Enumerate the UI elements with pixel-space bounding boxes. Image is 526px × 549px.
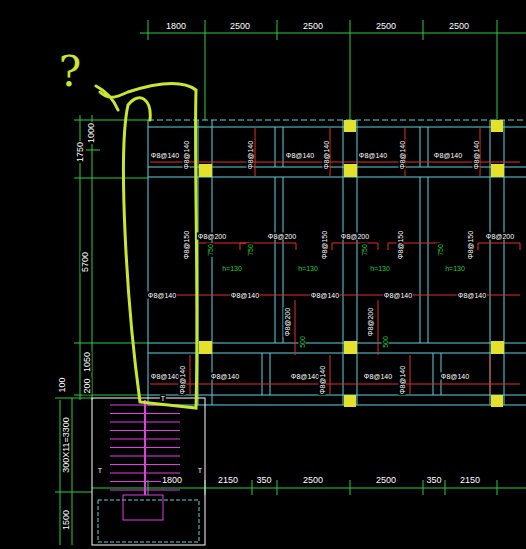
dimension-text: 2500 xyxy=(302,476,324,485)
dimension-text: 1500 xyxy=(62,509,71,531)
dimension-text: 2500 xyxy=(448,22,470,31)
rebar-text: Φ8@150 xyxy=(397,230,404,260)
rebar-text: 750 xyxy=(361,243,368,257)
dimension-text: 1800 xyxy=(165,22,187,31)
rebar-text: Φ8@140 xyxy=(440,373,470,380)
rebar-text: Φ8@200 xyxy=(367,307,374,337)
rebar-text: Φ8@140 xyxy=(150,373,180,380)
dimension-text: 1000 xyxy=(87,122,96,144)
rebar-text: Φ8@200 xyxy=(485,233,515,240)
handwritten-mark xyxy=(96,84,197,408)
rebar-text: T xyxy=(97,467,103,474)
rebar-text: Φ8@140 xyxy=(230,292,260,299)
rebar-text: 750 xyxy=(437,243,444,257)
dimension-text: 200 xyxy=(83,377,92,394)
rebar-text: Φ8@150 xyxy=(467,230,474,260)
rebar-text: Φ8@140 xyxy=(147,292,177,299)
rebar-text: Φ8@140 xyxy=(323,140,330,170)
dimension-text: 1750 xyxy=(76,141,85,163)
dimension-text: 1800 xyxy=(161,476,183,485)
dimension-text: 2500 xyxy=(375,22,397,31)
rebar-text: Φ8@140 xyxy=(473,140,480,170)
dimension-text: 2500 xyxy=(375,476,397,485)
rebar-text: 500 xyxy=(299,335,306,349)
rebar-text: 750 xyxy=(247,243,254,257)
rebar-text: h=130 xyxy=(297,265,319,272)
dimension-text: 100 xyxy=(58,376,67,393)
stair xyxy=(92,398,205,545)
rebar-text: h=130 xyxy=(369,265,391,272)
rebar-text: Φ8@140 xyxy=(290,373,320,380)
rebar-text: Φ8@150 xyxy=(321,230,328,260)
dimension-text: 350 xyxy=(425,476,442,485)
dimension-text: 350 xyxy=(255,476,272,485)
rebar-text: Φ8@200 xyxy=(284,307,291,337)
rebar-text: Φ8@200 xyxy=(340,233,370,240)
rebar-text: 500 xyxy=(382,335,389,349)
rebar-text: Φ8@140 xyxy=(247,140,254,170)
dimension-text: 2150 xyxy=(217,476,239,485)
rebar-text: Φ8@140 xyxy=(179,365,186,395)
rebar-text: Φ8@140 xyxy=(457,292,487,299)
rebar-text: Φ8@140 xyxy=(383,292,413,299)
columns xyxy=(199,120,504,407)
rebar-text: T xyxy=(160,395,166,402)
handwritten-question: ? xyxy=(58,51,83,93)
rebar-text: T xyxy=(197,467,203,474)
rebar-text: Φ8@140 xyxy=(319,365,326,395)
rebar-text: Φ8@140 xyxy=(285,152,315,159)
rebar-text: Φ8@140 xyxy=(358,152,388,159)
rebar-text: h=130 xyxy=(444,265,466,272)
rebar-text: Φ8@140 xyxy=(399,140,406,170)
rebar-text: Φ8@140 xyxy=(183,140,190,170)
rebar-text: Φ8@200 xyxy=(267,233,297,240)
dimension-text: 5700 xyxy=(81,251,90,273)
rebar-lines xyxy=(150,128,520,394)
rebar-text: Φ8@140 xyxy=(433,152,463,159)
rebar-text: Φ8@140 xyxy=(363,373,393,380)
rebar-text: Φ8@140 xyxy=(310,292,340,299)
rebar-text: h=130 xyxy=(221,265,243,272)
dimension-text: 1050 xyxy=(83,351,92,373)
rebar-text: Φ8@150 xyxy=(183,230,190,260)
rebar-text: Φ8@140 xyxy=(399,365,406,395)
rebar-text: Φ8@140 xyxy=(150,152,180,159)
rebar-text: 750 xyxy=(207,243,214,257)
dimension-text: 2500 xyxy=(229,22,251,31)
rebar-text: Φ8@200 xyxy=(197,233,227,240)
dimension-text: 300X11=3300 xyxy=(62,416,71,474)
dimension-lines xyxy=(55,20,526,545)
dimension-text: 2500 xyxy=(302,22,324,31)
dimension-text: 2150 xyxy=(459,476,481,485)
beam-lines xyxy=(148,120,526,405)
rebar-text: Φ8@140 xyxy=(210,373,240,380)
